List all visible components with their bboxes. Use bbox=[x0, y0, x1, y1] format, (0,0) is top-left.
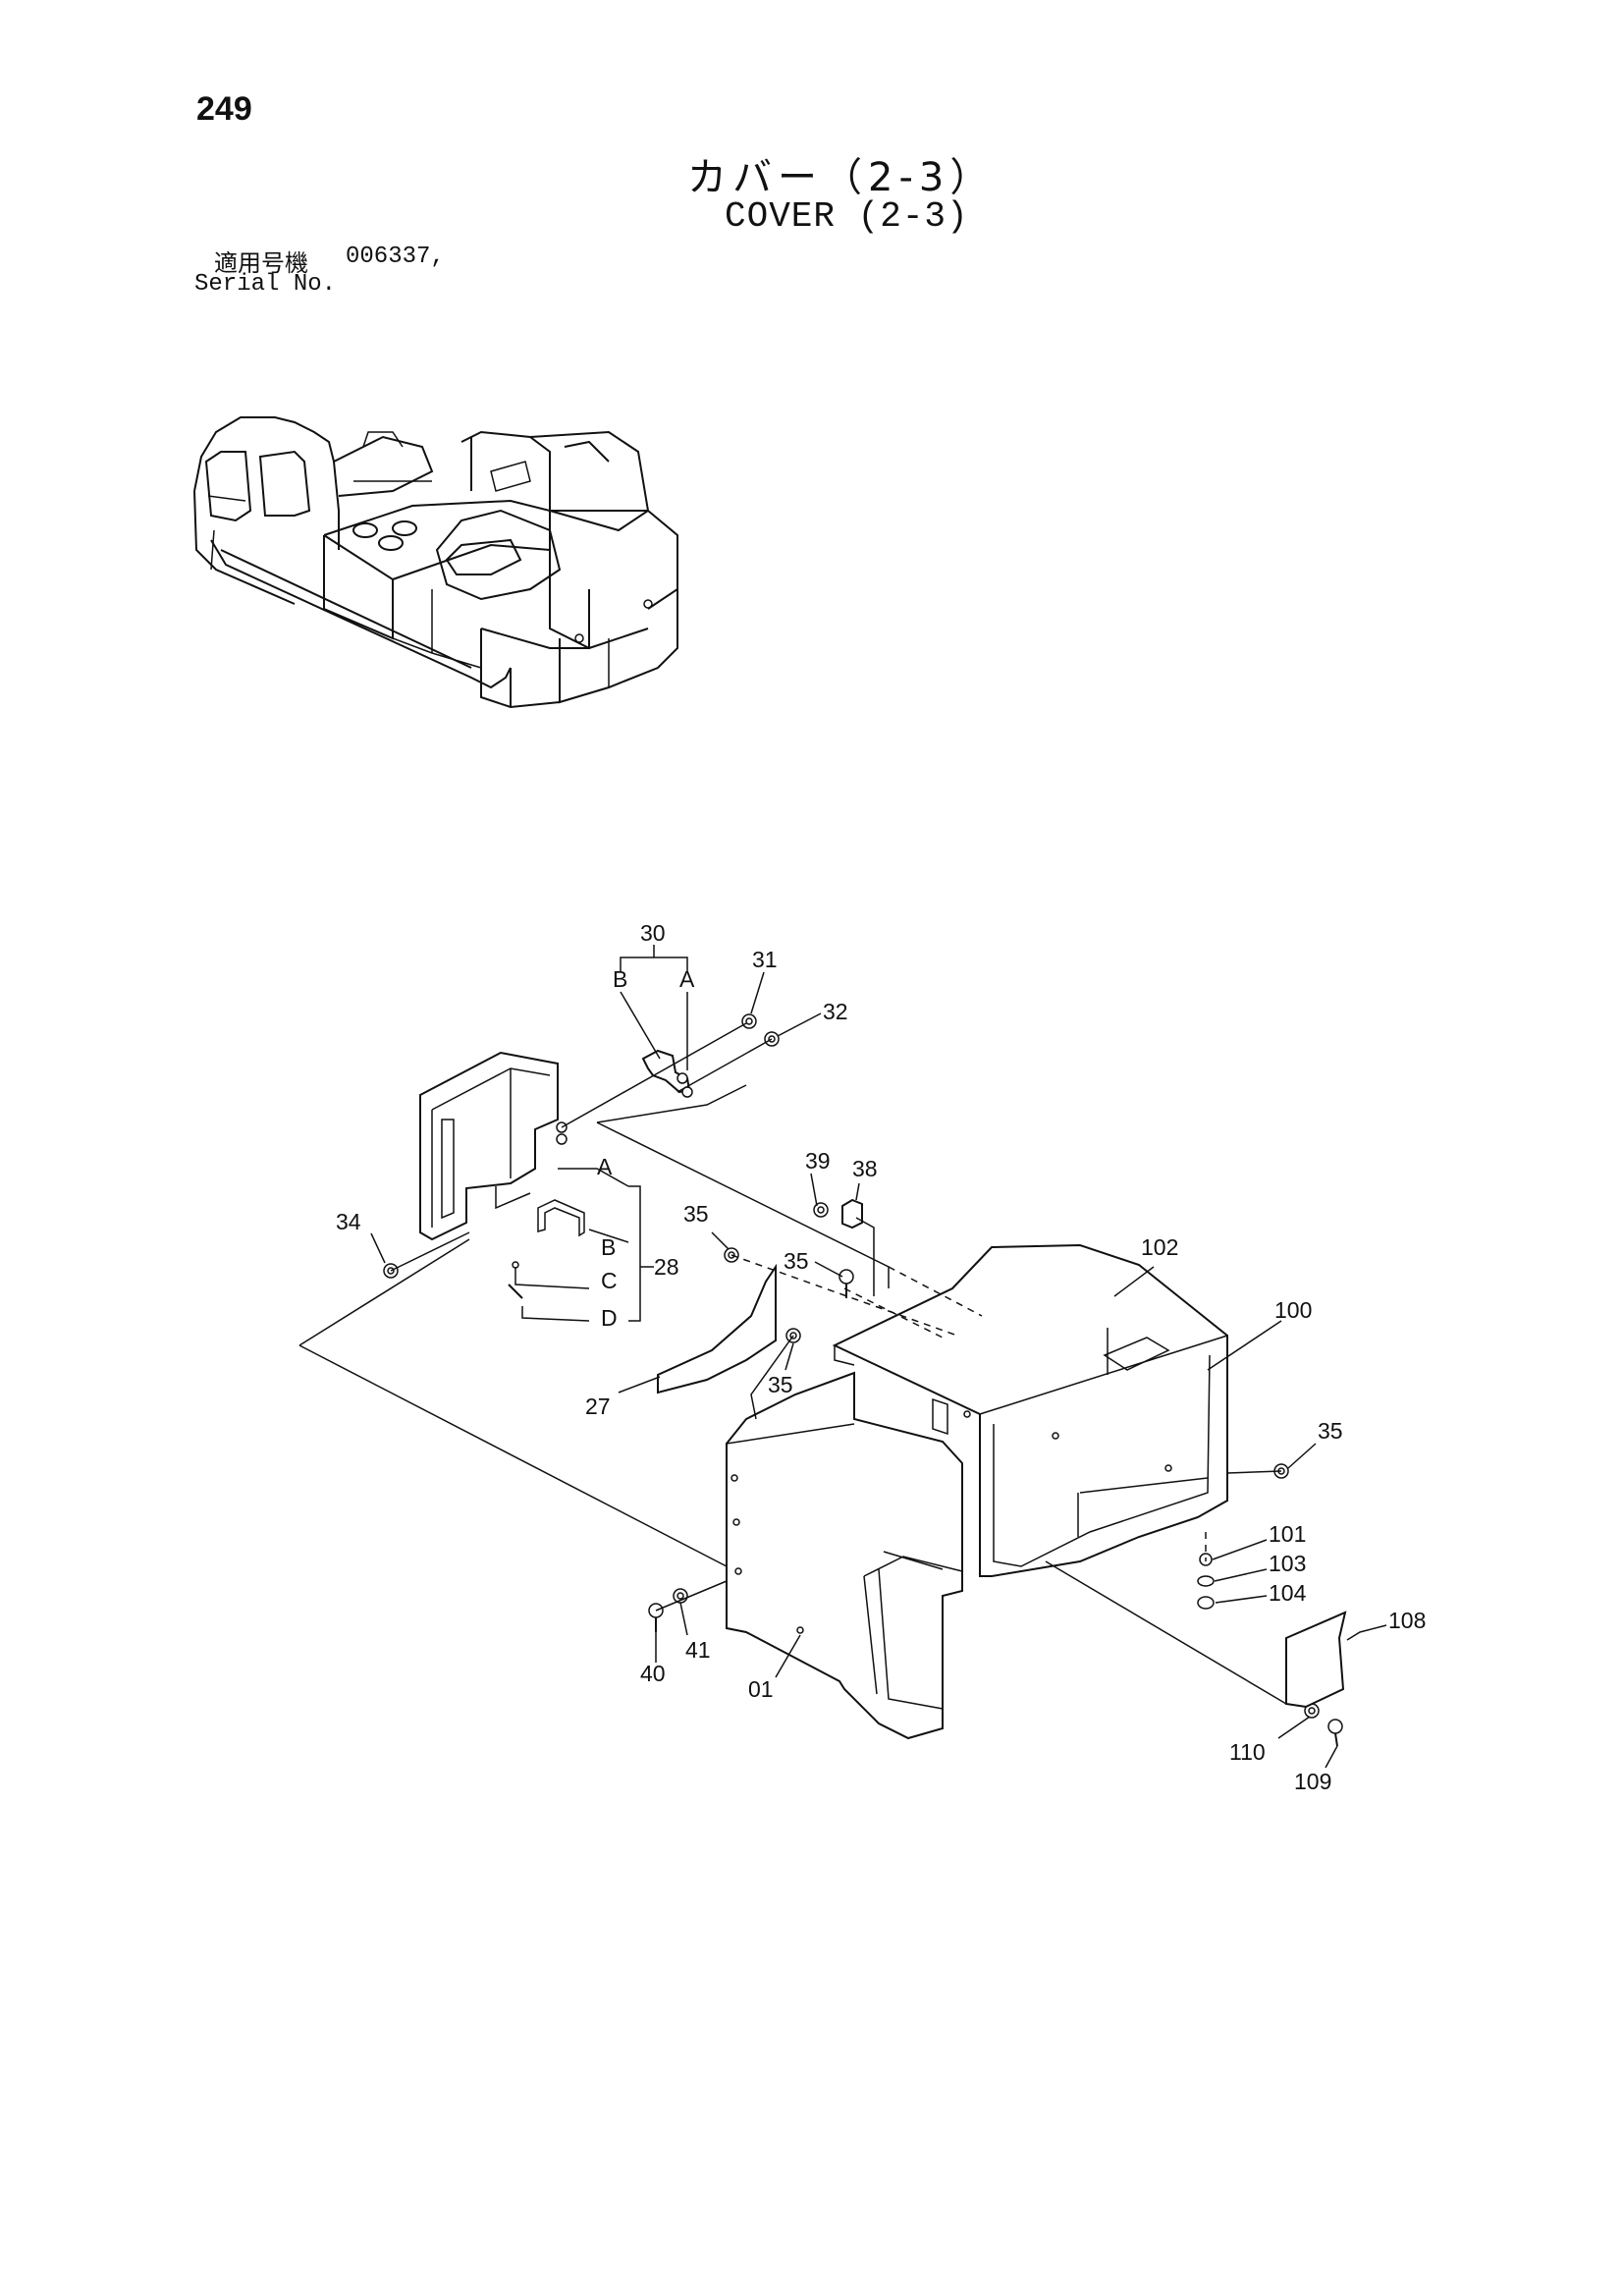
exploded-parts-diagram: 30 B A 31 32 34 A B C D 28 27 35 35 35 3… bbox=[298, 920, 1426, 1794]
callout-34: 34 bbox=[336, 1209, 361, 1234]
callout-41: 41 bbox=[685, 1637, 711, 1663]
callout-30-b: B bbox=[613, 966, 627, 992]
callout-39: 39 bbox=[805, 1148, 831, 1174]
callout-01: 01 bbox=[748, 1676, 774, 1702]
callout-30: 30 bbox=[640, 920, 666, 946]
callout-28-a: A bbox=[597, 1154, 613, 1179]
callout-32: 32 bbox=[823, 999, 848, 1024]
callout-labels: 30 B A 31 32 34 A B C D 28 27 35 35 35 3… bbox=[336, 920, 1426, 1794]
callout-28: 28 bbox=[654, 1254, 679, 1280]
title-english: COVER (2-3) bbox=[725, 196, 969, 237]
callout-110: 110 bbox=[1229, 1739, 1266, 1765]
callout-31: 31 bbox=[752, 947, 778, 972]
callout-40: 40 bbox=[640, 1661, 666, 1686]
part-38-clip bbox=[841, 1198, 863, 1230]
callout-104: 104 bbox=[1269, 1580, 1307, 1606]
callout-30-a: A bbox=[679, 966, 695, 992]
callout-35-upper: 35 bbox=[683, 1201, 709, 1227]
callout-28-b: B bbox=[601, 1234, 616, 1260]
callout-28-c: C bbox=[601, 1268, 618, 1293]
serial-label-japanese: 適用号機 bbox=[214, 249, 308, 277]
callout-109: 109 bbox=[1294, 1769, 1331, 1794]
assembly-lines bbox=[298, 1022, 1287, 1705]
callout-35-lower: 35 bbox=[768, 1372, 793, 1397]
page-number: 249 bbox=[196, 90, 252, 128]
callout-100: 100 bbox=[1274, 1297, 1312, 1323]
callout-27: 27 bbox=[585, 1394, 611, 1419]
excavator-overview-illustration bbox=[193, 416, 678, 709]
serial-label-english: Serial No. bbox=[194, 271, 337, 298]
part-27-curved-plate bbox=[657, 1263, 777, 1394]
callout-28-d: D bbox=[601, 1305, 618, 1331]
part-30-bracket bbox=[641, 1049, 693, 1098]
title-japanese: カバー（2-3） bbox=[687, 155, 996, 200]
callout-35-right: 35 bbox=[1318, 1418, 1343, 1444]
part-01-side-panel bbox=[726, 1371, 963, 1740]
callout-38: 38 bbox=[852, 1156, 878, 1181]
part-28-bracket-frame bbox=[419, 1051, 585, 1299]
serial-number-value: 006337, bbox=[346, 244, 445, 270]
part-108-plate bbox=[1285, 1611, 1347, 1709]
leader-lines bbox=[370, 945, 1387, 1769]
part-100-top-cover bbox=[832, 1243, 1228, 1577]
callout-35-middle: 35 bbox=[784, 1248, 809, 1274]
callout-102: 102 bbox=[1141, 1234, 1178, 1260]
callout-101: 101 bbox=[1269, 1521, 1306, 1547]
callout-103: 103 bbox=[1269, 1551, 1306, 1576]
callout-108: 108 bbox=[1388, 1608, 1426, 1633]
